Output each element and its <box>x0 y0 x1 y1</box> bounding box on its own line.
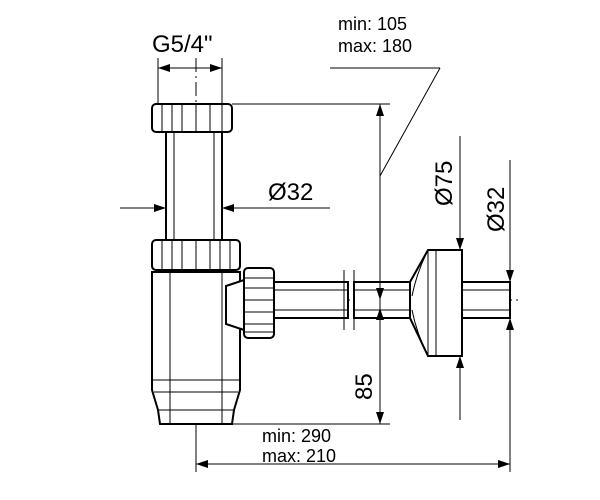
height-max-label: max: 180 <box>338 36 412 56</box>
length-dimension <box>195 356 511 472</box>
inlet-pipe <box>165 131 223 241</box>
thread-dimension <box>157 58 223 104</box>
outlet-diameter-label: Ø32 <box>483 187 510 232</box>
bottle-nut <box>151 239 241 271</box>
wall-flange <box>409 249 463 357</box>
height-dimension <box>232 67 441 300</box>
top-nut <box>151 103 233 133</box>
outlet-diameter-dimension <box>506 160 514 356</box>
side-outlet-nut <box>225 267 275 339</box>
outlet-pipe <box>273 270 411 330</box>
thread-label: G5/4" <box>152 31 213 58</box>
pipe-diameter-label: Ø32 <box>268 179 313 206</box>
flange-diameter-label: Ø75 <box>431 161 458 206</box>
length-min-label: min: 290 <box>262 426 331 446</box>
outlet-height-dimension <box>222 300 390 425</box>
height-min-label: min: 105 <box>338 14 407 34</box>
flange-diameter-dimension <box>456 136 464 420</box>
length-max-label: max: 210 <box>262 446 336 466</box>
pipe-diameter-dimension <box>120 204 330 212</box>
wall-pipe <box>461 281 511 319</box>
outlet-height-label: 85 <box>351 373 378 400</box>
